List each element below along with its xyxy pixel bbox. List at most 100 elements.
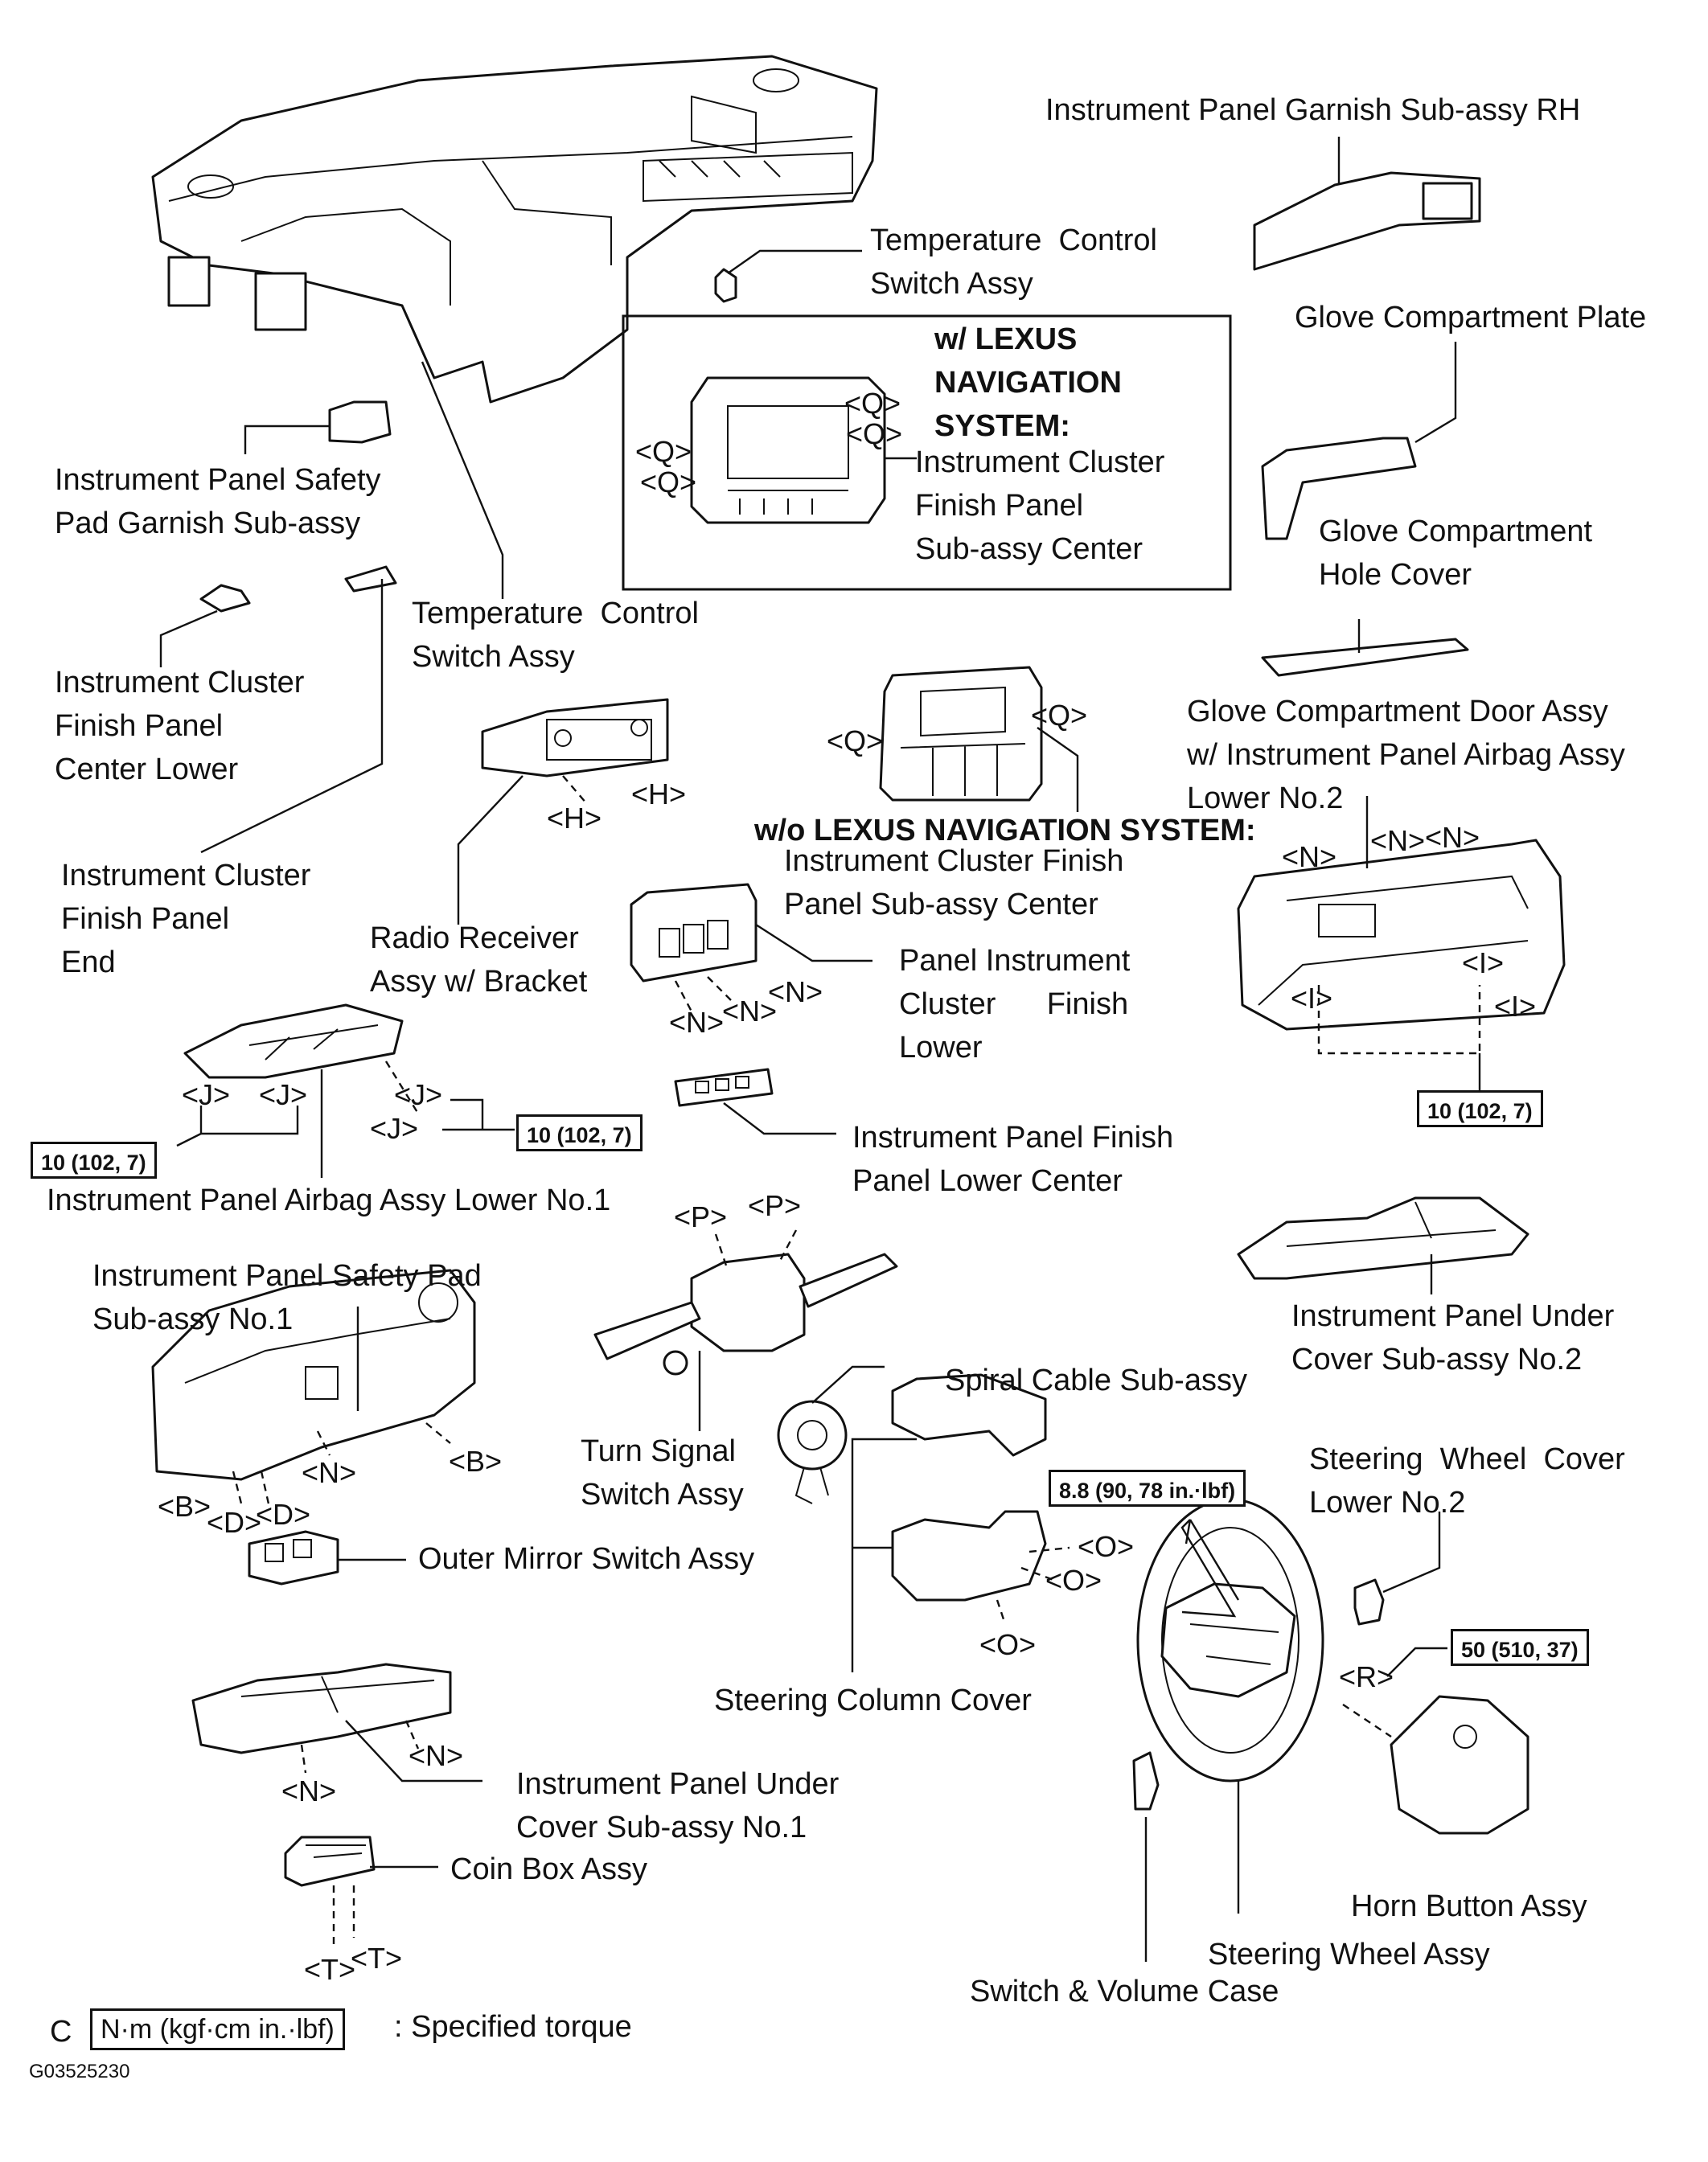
switch-volume-part — [1132, 1751, 1160, 1811]
label-glove-hole-cover-line1: Glove Compartment — [1319, 515, 1593, 548]
torque-10-right: 10 (102, 7) — [1417, 1090, 1543, 1127]
label-nav-header-line3: SYSTEM: — [934, 409, 1070, 443]
torque-8-8: 8.8 (90, 78 in.·lbf) — [1049, 1470, 1246, 1507]
callout-i: <I> — [1462, 946, 1505, 979]
legend-unit-box: N·m (kgf·cm in.·lbf) — [90, 2008, 345, 2050]
callout-q: <Q> — [640, 466, 697, 498]
label-turn-signal-line1: Turn Signal — [581, 1434, 736, 1468]
callout-j: <J> — [259, 1078, 308, 1111]
callout-n: <N> — [768, 975, 823, 1008]
callout-h: <H> — [631, 777, 687, 810]
label-cluster-end-line3: End — [61, 946, 116, 979]
label-nav-cluster-line1: Instrument Cluster — [915, 445, 1165, 479]
callout-p: <P> — [674, 1200, 728, 1233]
label-temp-switch-mid-line1: Temperature Control — [412, 597, 699, 630]
legend-prefix: C — [50, 2015, 72, 2049]
label-spiral-cable: Spiral Cable Sub-assy — [945, 1364, 1247, 1397]
callout-q: <Q> — [635, 435, 692, 468]
cluster-end-part — [344, 565, 397, 593]
finish-lower-center-part — [674, 1068, 774, 1107]
label-safety-pad-garnish-line1: Instrument Panel Safety — [55, 463, 381, 497]
glove-plate-part — [1261, 437, 1417, 540]
label-radio-line1: Radio Receiver — [370, 921, 579, 955]
label-garnish-rh: Instrument Panel Garnish Sub-assy RH — [1045, 93, 1581, 127]
label-outer-mirror: Outer Mirror Switch Assy — [418, 1542, 755, 1576]
legend-meaning: : Specified torque — [394, 2010, 632, 2044]
label-temp-switch-top-line2: Switch Assy — [870, 267, 1033, 301]
callout-j: <J> — [394, 1078, 443, 1111]
under-cover-no2-part — [1237, 1196, 1529, 1280]
label-coin-box: Coin Box Assy — [450, 1852, 647, 1886]
label-under-cover-no1-line2: Cover Sub-assy No.1 — [516, 1811, 807, 1844]
label-steering-wheel: Steering Wheel Assy — [1208, 1938, 1490, 1971]
callout-b: <B> — [449, 1445, 503, 1478]
label-panel-cluster-lower-line1: Panel Instrument — [899, 944, 1131, 978]
label-steering-column-cover: Steering Column Cover — [714, 1684, 1032, 1717]
instrument-panel-body — [151, 55, 878, 404]
label-under-cover-no1-line1: Instrument Panel Under — [516, 1767, 840, 1801]
callout-n: <N> — [669, 1006, 725, 1039]
callout-t: <T> — [351, 1942, 403, 1975]
glove-door-part — [1237, 839, 1566, 1031]
label-nav-header-line1: w/ LEXUS — [934, 322, 1078, 356]
nav-cluster-panel — [690, 376, 886, 524]
turn-signal-part — [593, 1253, 898, 1376]
safety-pad-no1-part — [151, 1269, 476, 1481]
spiral-cable-part — [777, 1400, 848, 1504]
label-wo-nav-cluster-line2: Panel Sub-assy Center — [784, 888, 1098, 921]
horn-button-part — [1390, 1695, 1529, 1835]
label-temp-switch-mid-line2: Switch Assy — [412, 640, 575, 674]
callout-b: <B> — [158, 1490, 211, 1523]
label-finish-lower-center-line2: Panel Lower Center — [852, 1164, 1123, 1198]
label-panel-cluster-lower-line3: Lower — [899, 1031, 983, 1065]
label-cluster-center-lower-line1: Instrument Cluster — [55, 666, 305, 699]
label-wo-nav-cluster-line1: Instrument Cluster Finish — [784, 844, 1124, 878]
panel-cluster-lower-part — [630, 883, 758, 983]
torque-10-left: 10 (102, 7) — [31, 1142, 157, 1179]
label-glove-door-line1: Glove Compartment Door Assy — [1187, 695, 1608, 728]
label-cluster-center-lower-line2: Finish Panel — [55, 709, 224, 743]
torque-10-mid: 10 (102, 7) — [516, 1114, 643, 1151]
nav-frame — [622, 314, 1232, 591]
label-finish-lower-center-line1: Instrument Panel Finish — [852, 1121, 1174, 1155]
figure-id: G03525230 — [29, 2061, 130, 2082]
callout-h: <H> — [547, 802, 602, 835]
label-nav-cluster-line3: Sub-assy Center — [915, 532, 1143, 566]
label-glove-hole-cover-line2: Hole Cover — [1319, 558, 1472, 592]
label-panel-cluster-lower-line2: Cluster Finish — [899, 987, 1129, 1021]
cluster-center-lower-part — [199, 584, 251, 613]
label-nav-cluster-line2: Finish Panel — [915, 489, 1084, 523]
label-turn-signal-line2: Switch Assy — [581, 1478, 744, 1512]
label-glove-door-line3: Lower No.2 — [1187, 782, 1344, 815]
outer-mirror-part — [248, 1530, 339, 1586]
callout-j: <J> — [182, 1078, 231, 1111]
label-airbag-lower-no1: Instrument Panel Airbag Assy Lower No.1 — [47, 1184, 611, 1217]
label-switch-volume: Switch & Volume Case — [970, 1975, 1279, 2008]
label-safety-pad-no1-line2: Sub-assy No.1 — [92, 1303, 294, 1336]
airbag-lower-no1-part — [183, 1003, 404, 1079]
label-steering-cover-lower2-line1: Steering Wheel Cover — [1309, 1442, 1625, 1476]
label-cluster-end-line1: Instrument Cluster — [61, 859, 311, 892]
label-glove-door-line2: w/ Instrument Panel Airbag Assy — [1187, 738, 1625, 772]
label-radio-line2: Assy w/ Bracket — [370, 965, 588, 999]
label-cluster-center-lower-line3: Center Lower — [55, 753, 239, 786]
safety-pad-garnish-part — [328, 400, 392, 444]
callout-q: <Q> — [1031, 699, 1088, 732]
callout-n: <N> — [1370, 824, 1426, 857]
callout-n: <N> — [722, 995, 778, 1028]
label-under-cover-no2-line1: Instrument Panel Under — [1291, 1299, 1615, 1333]
callout-i: <I> — [1291, 982, 1333, 1015]
torque-50: 50 (510, 37) — [1451, 1629, 1589, 1666]
label-under-cover-no2-line2: Cover Sub-assy No.2 — [1291, 1343, 1583, 1376]
callout-n: <N> — [1425, 821, 1480, 854]
label-temp-switch-top-line1: Temperature Control — [870, 224, 1157, 257]
callout-r: <R> — [1339, 1660, 1394, 1693]
wo-nav-cluster-panel — [879, 666, 1043, 802]
label-safety-pad-garnish-line2: Pad Garnish Sub-assy — [55, 507, 361, 540]
callout-o: <O> — [1045, 1564, 1102, 1597]
label-wo-nav-header: w/o LEXUS NAVIGATION SYSTEM: — [754, 814, 1256, 847]
label-horn-button: Horn Button Assy — [1351, 1889, 1587, 1923]
label-nav-header-line2: NAVIGATION — [934, 366, 1122, 400]
callout-i: <I> — [1494, 990, 1537, 1023]
